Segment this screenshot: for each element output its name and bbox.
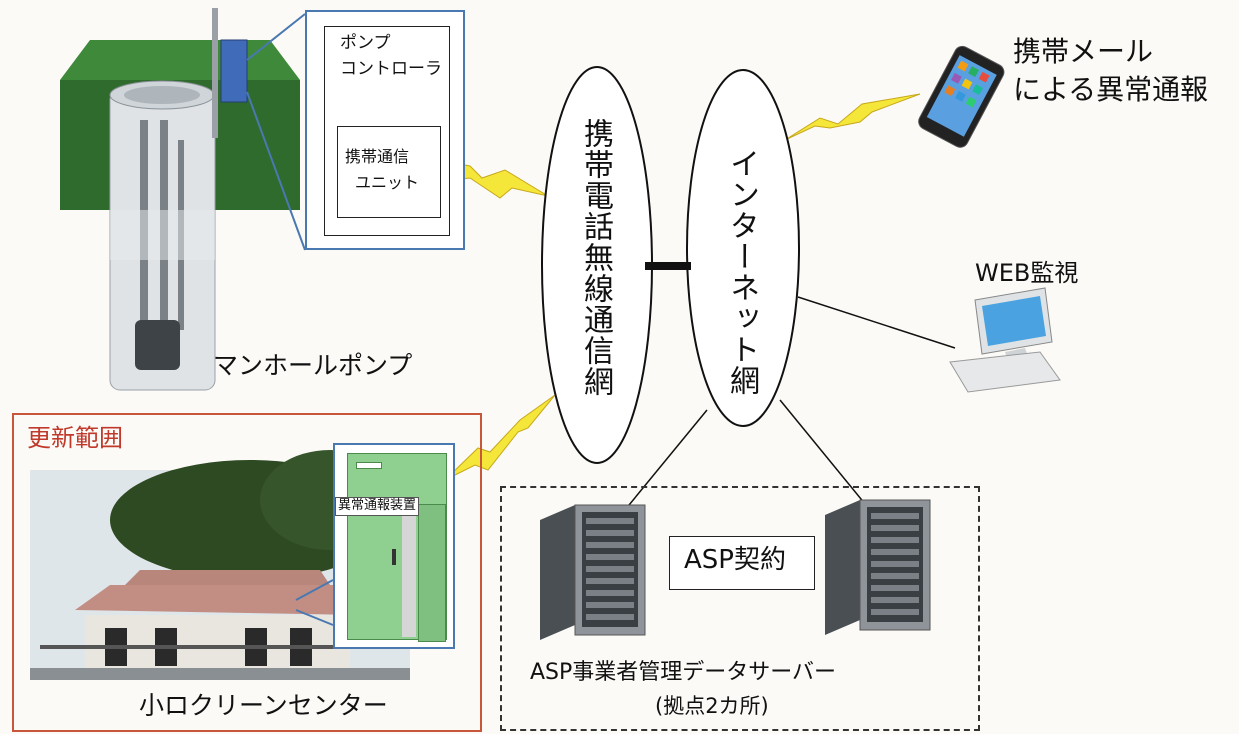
controller-callout (305, 10, 465, 250)
asp-contract-label: ASP契約 (684, 545, 786, 575)
mobile-network-label: 携帯電話無線通信網 (578, 118, 613, 397)
internet-label: インターネット網 (724, 148, 759, 396)
computer-icon (949, 287, 1061, 393)
comm-unit-box (337, 126, 441, 218)
update-scope-label: 更新範囲 (27, 424, 123, 452)
comm-unit-label-2: ユニット (355, 173, 420, 192)
alarm-device-cabinet (347, 453, 447, 642)
alarm-device-label: 異常通報装置 (335, 497, 420, 516)
mobile-mail-label-1: 携帯メール (1013, 35, 1154, 68)
asp-servers-label-2: (拠点2カ所) (655, 694, 769, 718)
pump-controller-label-1: ポンプ (340, 33, 391, 53)
update-scope-box (12, 413, 482, 732)
server-rack-icon (825, 499, 931, 635)
manhole-pump-illustration (60, 8, 300, 391)
pump-controller-box (324, 26, 450, 236)
web-monitor-label: WEB監視 (975, 259, 1079, 287)
asp-contract-box (669, 536, 815, 590)
asp-servers-box (500, 486, 980, 731)
cabinet-callout: 異常通報装置 (333, 443, 455, 649)
center-label: 小ロクリーンセンター (139, 691, 388, 720)
server-rack-icon (540, 504, 646, 640)
pump-controller-label-2: コントローラ (340, 59, 442, 79)
lightning-icon (784, 93, 921, 141)
manhole-pump-label: マンホールポンプ (213, 351, 413, 380)
internet-ellipse (686, 69, 800, 427)
mobile-mail-label-2: による異常通報 (1013, 73, 1209, 106)
smartphone-icon (918, 45, 1005, 148)
comm-unit-label-1: 携帯通信 (345, 147, 410, 166)
asp-servers-label-1: ASP事業者管理データサーバー (530, 660, 837, 685)
